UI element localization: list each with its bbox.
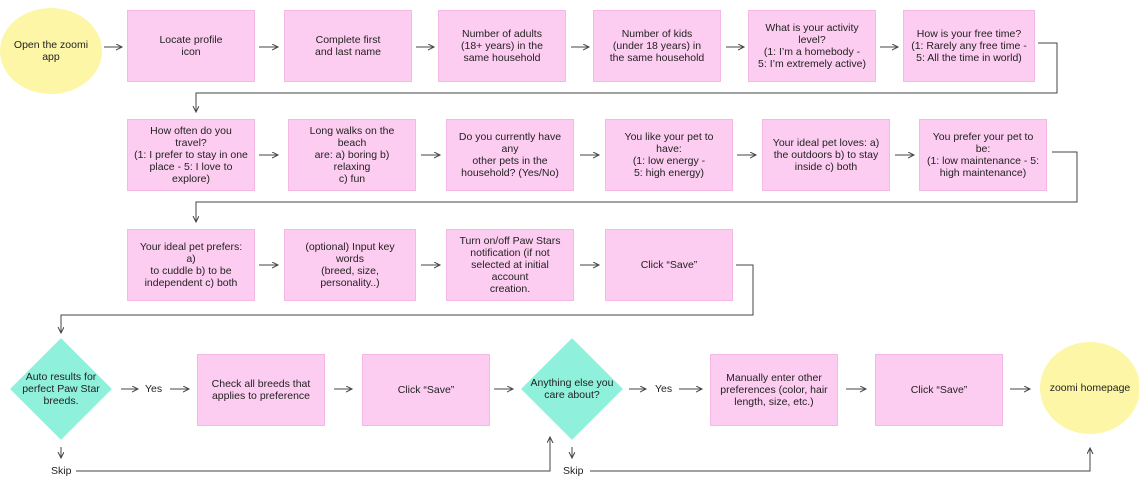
step-num-adults: Number of adults (18+ years) in the same… xyxy=(438,10,566,82)
step-key-words: (optional) Input key words (breed, size,… xyxy=(284,229,416,301)
step-activity-level: What is your activity level? (1: I’m a h… xyxy=(748,10,876,82)
step-other-pets: Do you currently have any other pets in … xyxy=(446,119,574,191)
connector-row2-row3 xyxy=(196,151,1078,222)
end-zoomi-homepage: zoomi homepage xyxy=(1040,342,1139,434)
start-open-app: Open the zoomi app xyxy=(0,8,102,94)
edge-label-yes-2: Yes xyxy=(654,383,674,395)
step-free-time: How is your free time? (1: Rarely any fr… xyxy=(903,10,1035,82)
edge-label-skip-2: Skip xyxy=(562,465,585,477)
step-pet-maintenance: You prefer your pet to be: (1: low maint… xyxy=(919,119,1047,191)
step-num-kids: Number of kids (under 18 years) in the s… xyxy=(593,10,721,82)
edge-label-yes-1: Yes xyxy=(144,383,164,395)
step-walks-beach: Long walks on the beach are: a) boring b… xyxy=(288,119,416,191)
decision-anything-else: Anything else you care about? xyxy=(520,337,624,441)
step-check-breeds: Check all breeds that applies to prefere… xyxy=(197,354,325,426)
edge-label-skip-1: Skip xyxy=(50,465,73,477)
connector-row1-row2 xyxy=(196,42,1058,112)
step-pet-loves: Your ideal pet loves: a) the outdoors b)… xyxy=(762,119,890,191)
step-save-1: Click “Save” xyxy=(605,229,733,301)
decision-auto-results: Auto results for perfect Paw Star breeds… xyxy=(9,337,113,441)
connector-skip2 xyxy=(590,448,1090,472)
step-save-2: Click “Save” xyxy=(362,354,490,426)
step-travel: How often do you travel? (1: I prefer to… xyxy=(127,119,255,191)
step-manual-prefs: Manually enter other preferences (color,… xyxy=(710,354,838,426)
connector-skip1 xyxy=(76,437,550,472)
step-save-3: Click “Save” xyxy=(875,354,1003,426)
connector-row3-row4 xyxy=(61,264,754,333)
step-locate-profile: Locate profile icon xyxy=(127,10,255,82)
step-pet-prefers: Your ideal pet prefers: a) to cuddle b) … xyxy=(127,229,255,301)
step-complete-name: Complete first and last name xyxy=(284,10,412,82)
step-pet-energy: You like your pet to have: (1: low energ… xyxy=(605,119,733,191)
step-notifications: Turn on/off Paw Stars notification (if n… xyxy=(446,229,574,301)
